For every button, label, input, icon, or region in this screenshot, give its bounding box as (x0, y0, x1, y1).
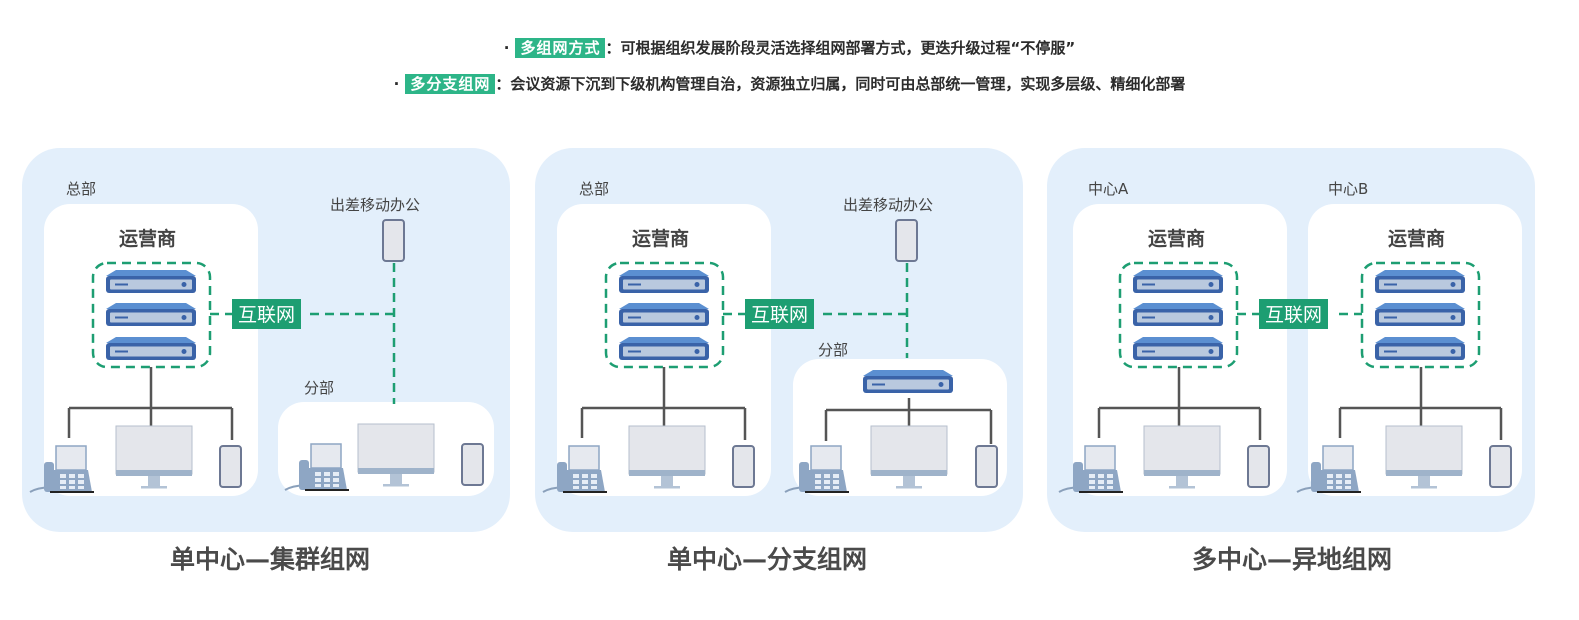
monitor-icon (115, 425, 193, 489)
mobile-phone-icon (975, 445, 998, 488)
center-a-label: 中心A (1088, 180, 1129, 198)
desk-phone-icon (542, 445, 607, 493)
monitor-icon (1143, 425, 1221, 489)
mobile-phone-icon (461, 443, 484, 486)
internet-label: 互联网 (745, 299, 815, 329)
mobile-office-label: 出差移动办公 (843, 196, 934, 214)
operator-label: 运营商 (119, 228, 177, 250)
internet-label: 互联网 (232, 299, 302, 329)
server-icon (619, 270, 709, 293)
desk-phone-icon (1296, 445, 1361, 493)
bullet-marker: · (393, 75, 400, 93)
server-icon (106, 270, 196, 293)
server-icon (619, 337, 709, 360)
hq-label: 总部 (66, 180, 97, 198)
monitor-icon (628, 425, 706, 489)
branch-label: 分部 (304, 379, 335, 397)
server-cluster-b (1360, 261, 1481, 369)
panel-single-center-branch: 总部 运营商 出差移动办公 分部 互联网 (535, 148, 1023, 532)
mobile-phone-icon (219, 445, 242, 488)
server-icon (1133, 303, 1223, 326)
operator-label: 运营商 (632, 228, 690, 250)
lan-wire-a (1097, 367, 1262, 440)
internet-label: 互联网 (1259, 299, 1329, 329)
caption-branch: 单中心—分支组网 (667, 545, 868, 574)
bullet-text: ：会议资源下沉到下级机构管理自治，资源独立归属，同时可由总部统一管理，实现多层级… (495, 75, 1186, 93)
bullet-tag: 多组网方式 (515, 38, 606, 58)
monitor-icon (870, 425, 948, 489)
bullet-marker: · (503, 39, 510, 57)
branch-lan-wire (824, 398, 993, 444)
topology-diagram (1058, 261, 1512, 493)
server-icon (1133, 270, 1223, 293)
mobile-phone-icon (1247, 445, 1270, 488)
monitor-icon (1385, 425, 1463, 489)
desk-phone-icon (784, 445, 849, 493)
mobile-phone-icon (732, 445, 755, 488)
mobile-phone-icon (1489, 445, 1512, 488)
server-icon (619, 303, 709, 326)
operator-b-label: 运营商 (1388, 228, 1446, 250)
lan-wire (67, 367, 234, 440)
bullet-text: ：可根据组织发展阶段灵活选择组网部署方式，更迭升级过程“不停服” (605, 39, 1076, 57)
topology-diagram (29, 219, 484, 493)
caption-cluster: 单中心—集群组网 (170, 545, 371, 574)
server-icon (106, 303, 196, 326)
server-icon (1375, 337, 1465, 360)
server-icon (1133, 337, 1223, 360)
bullet-multi-branch: · 多分支组网：会议资源下沉到下级机构管理自治，资源独立归属，同时可由总部统一管理… (0, 73, 1579, 94)
server-icon (1375, 270, 1465, 293)
lan-wire-b (1338, 367, 1503, 440)
server-cluster (604, 261, 725, 369)
server-icon (106, 337, 196, 360)
desk-phone-icon (284, 443, 349, 491)
server-cluster-a (1118, 261, 1239, 369)
operator-a-label: 运营商 (1148, 228, 1206, 250)
hq-label: 总部 (579, 180, 610, 198)
mobile-office-label: 出差移动办公 (330, 196, 421, 214)
bullet-tag: 多分支组网 (405, 74, 496, 94)
monitor-icon (357, 423, 435, 487)
bullet-multi-network: · 多组网方式：可根据组织发展阶段灵活选择组网部署方式，更迭升级过程“不停服” (0, 37, 1579, 58)
branch-label: 分部 (818, 341, 849, 359)
topology-diagram (542, 219, 998, 493)
lan-wire (580, 367, 747, 440)
server-cluster (91, 261, 212, 369)
caption-remote: 多中心—异地组网 (1192, 545, 1393, 574)
panel-single-center-cluster: 总部 运营商 出差移动办公 分部 互联网 (22, 148, 510, 532)
center-b-label: 中心B (1328, 180, 1369, 198)
desk-phone-icon (29, 445, 94, 493)
panel-multi-center-remote: 中心A 中心B 运营商 运营商 互联网 (1047, 148, 1535, 532)
desk-phone-icon (1058, 445, 1123, 493)
server-icon (1375, 303, 1465, 326)
internet-link (210, 263, 396, 404)
mobile-phone-icon (382, 219, 405, 262)
mobile-phone-icon (895, 219, 918, 262)
branch-server-icon (863, 370, 953, 393)
internet-link (723, 263, 909, 358)
